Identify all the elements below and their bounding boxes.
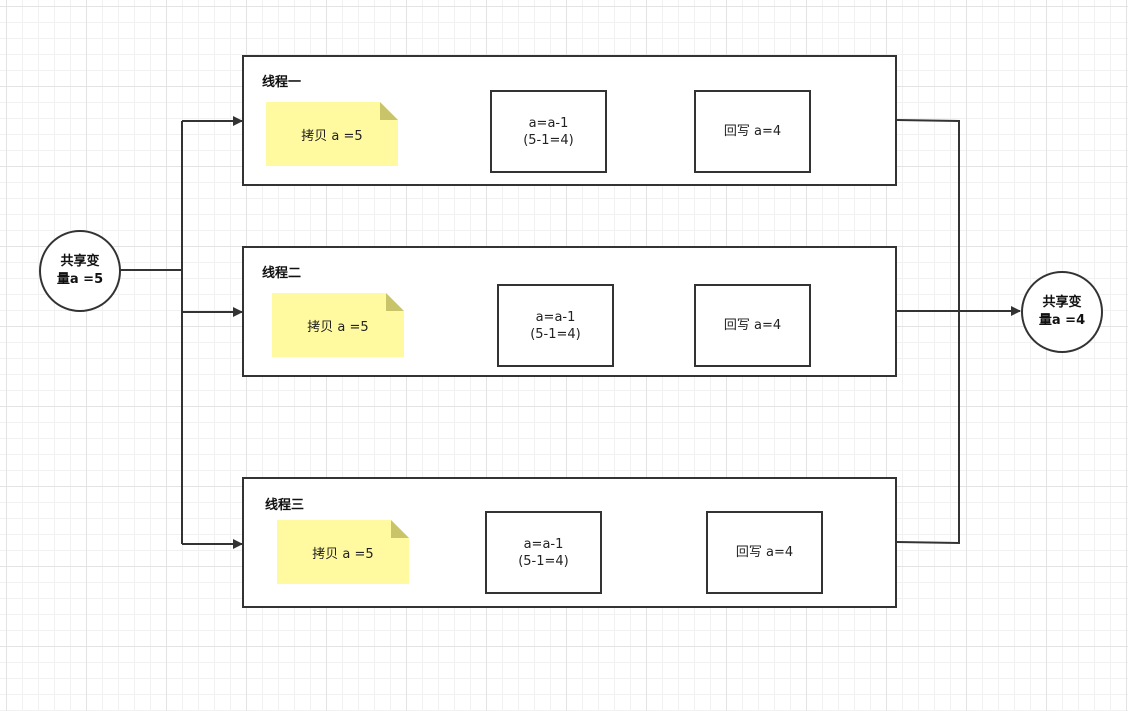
thread-1-write-box: 回写 a=4 [694, 90, 811, 173]
thread-2-copy-label: 拷贝 a =5 [307, 319, 369, 335]
shared-output-line2: 量a =4 [1038, 313, 1086, 328]
thread-3-title: 线程三 [265, 498, 305, 513]
shared-input-line1: 共享变 [60, 254, 100, 269]
shared-input-line2: 量a =5 [56, 272, 104, 287]
thread-2-calc-line1: a=a-1 [535, 309, 576, 325]
connector-thread-1-out [896, 119, 960, 545]
thread-3-write-box: 回写 a=4 [706, 511, 823, 594]
thread-2-write-box: 回写 a=4 [694, 284, 811, 367]
shared-variable-input-node: 共享变 量a =5 [39, 230, 121, 312]
thread-2-calc-line2: (5-1=4) [530, 326, 581, 342]
thread-3-calc-box: a=a-1 (5-1=4) [485, 511, 602, 594]
shared-variable-output-node: 共享变 量a =4 [1021, 271, 1103, 353]
shared-output-line1: 共享变 [1042, 295, 1082, 310]
thread-2-calc-box: a=a-1 (5-1=4) [497, 284, 614, 367]
thread-1-calc-box: a=a-1 (5-1=4) [490, 90, 607, 173]
thread-2-write-label: 回写 a=4 [723, 318, 782, 333]
thread-3-calc-line2: (5-1=4) [518, 553, 569, 569]
thread-3-write-label: 回写 a=4 [735, 545, 794, 560]
thread-1-write-label: 回写 a=4 [723, 124, 782, 139]
thread-1-calc-line1: a=a-1 [528, 115, 569, 131]
thread-2-copy-note: 拷贝 a =5 [272, 293, 404, 357]
thread-1-copy-note: 拷贝 a =5 [266, 102, 398, 166]
thread-1-calc-line2: (5-1=4) [523, 132, 574, 148]
thread-3-calc-line1: a=a-1 [523, 536, 564, 552]
thread-3-copy-note: 拷贝 a =5 [277, 520, 409, 584]
thread-1-title: 线程一 [262, 75, 302, 90]
thread-3-copy-label: 拷贝 a =5 [312, 546, 374, 562]
thread-2-title: 线程二 [262, 266, 302, 281]
thread-1-copy-label: 拷贝 a =5 [301, 128, 363, 144]
